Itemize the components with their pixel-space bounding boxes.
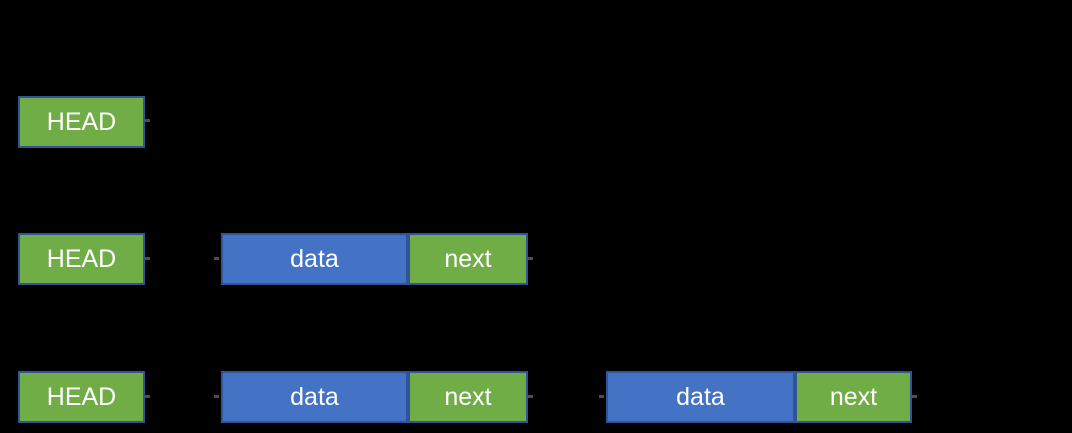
connector-stub — [145, 257, 150, 260]
head-label: HEAD — [46, 244, 117, 273]
connector-stub — [214, 395, 219, 398]
connector-stub — [912, 395, 917, 398]
connector-stub — [528, 395, 533, 398]
head-label: HEAD — [46, 107, 117, 136]
head-pointer-box: HEAD — [18, 371, 145, 423]
next-label: next — [829, 382, 878, 411]
data-label: data — [676, 382, 725, 411]
head-pointer-box: HEAD — [18, 96, 145, 148]
connector-stub — [528, 257, 533, 260]
node-next-cell: next — [408, 371, 528, 423]
head-label: HEAD — [46, 382, 117, 411]
node-next-cell: next — [795, 371, 912, 423]
connector-stub — [599, 395, 604, 398]
connector-stub — [145, 395, 150, 398]
node-data-cell: data — [221, 371, 408, 423]
connector-stub — [214, 257, 219, 260]
head-pointer-box: HEAD — [18, 233, 145, 285]
next-label: next — [444, 244, 492, 273]
node-data-cell: data — [221, 233, 408, 285]
data-label: data — [290, 382, 339, 411]
node-data-cell: data — [606, 371, 795, 423]
next-label: next — [444, 382, 492, 411]
data-label: data — [290, 244, 339, 273]
node-next-cell: next — [408, 233, 528, 285]
connector-stub — [145, 119, 150, 122]
